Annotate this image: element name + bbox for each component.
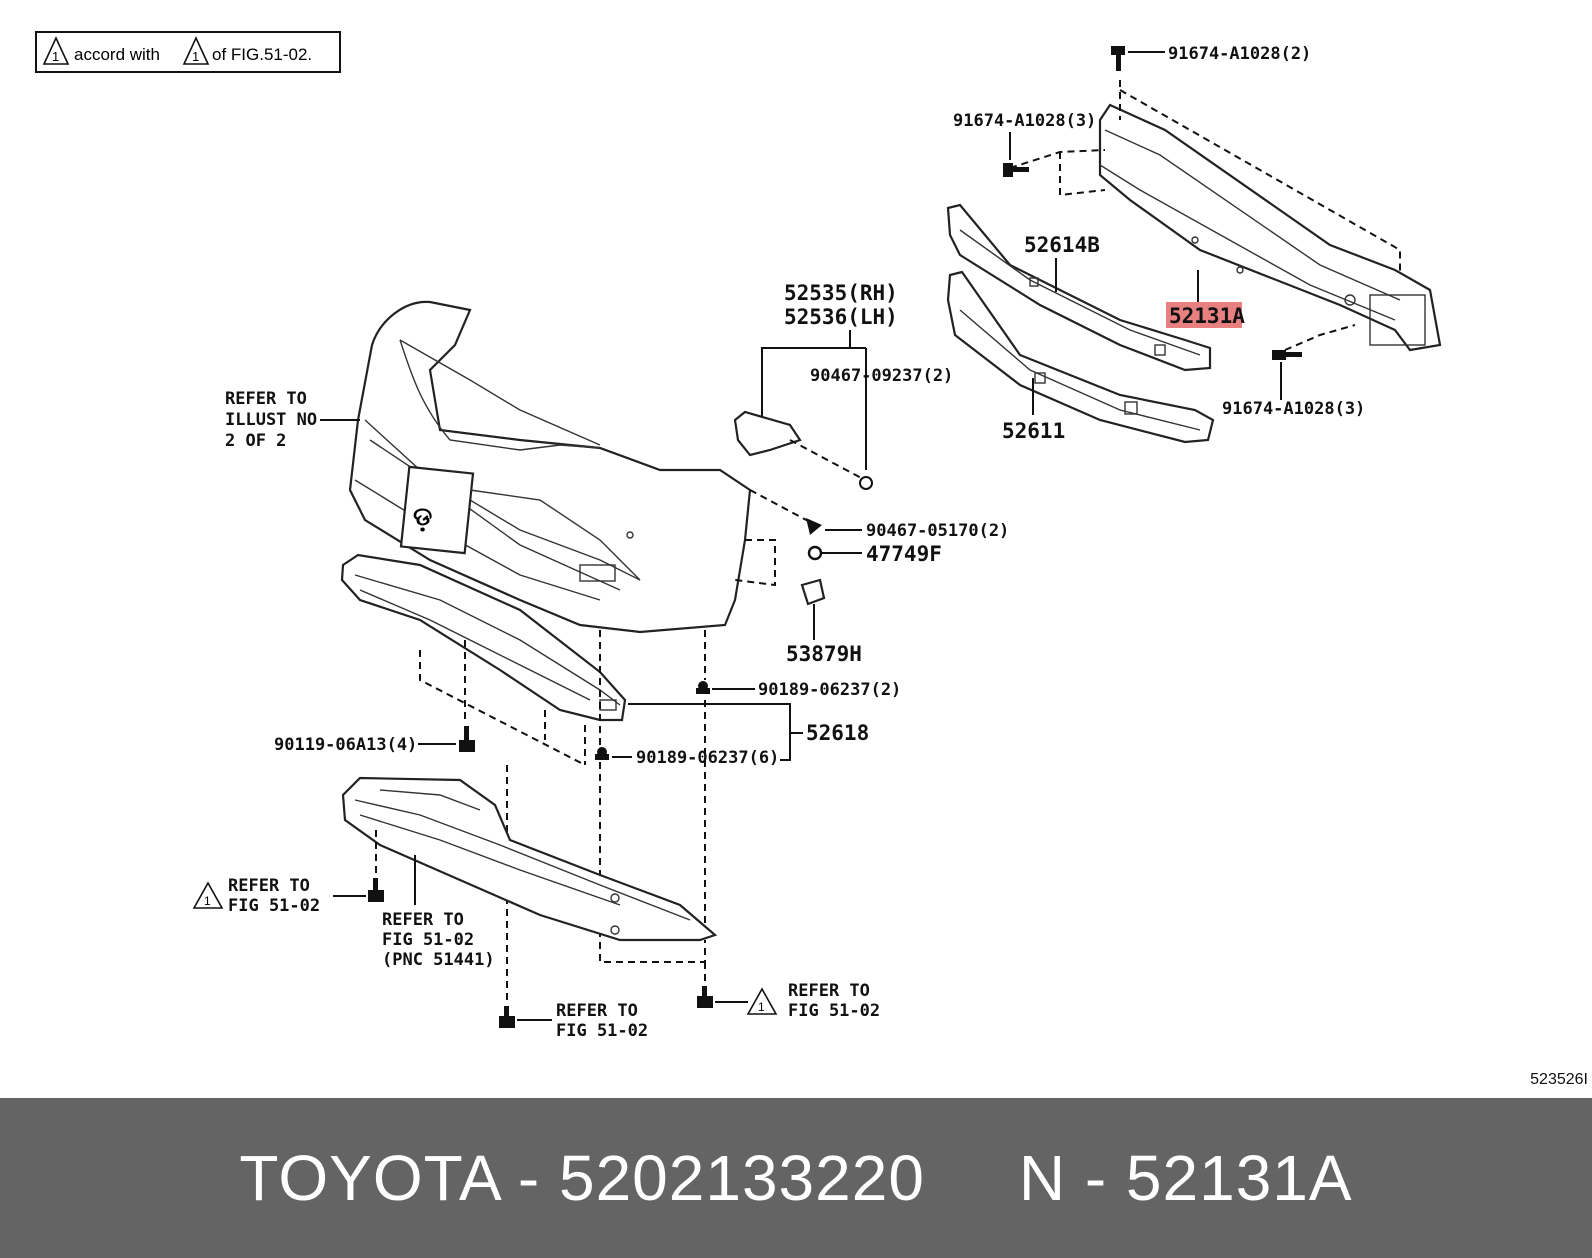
upper-absorber xyxy=(946,203,1212,372)
label-screw-upper: 90189-06237(2) xyxy=(758,680,901,700)
warning-triangle-icon xyxy=(182,36,210,65)
label-bracket-lh: 52536(LH) xyxy=(784,305,898,329)
label-refer-pnc-line1: REFER TO xyxy=(382,910,464,930)
warning-triangle-icon xyxy=(42,36,70,65)
label-bolt-right: 91674-A1028(3) xyxy=(1222,399,1365,419)
label-upper-absorber: 52614B xyxy=(1024,233,1100,257)
exploded-parts-diagram: 1 accord with 1 of FIG.51-02. 91674 xyxy=(35,31,1442,1041)
label-bolt-lower: 90119-06A13(4) xyxy=(274,735,417,755)
lower-absorber xyxy=(946,270,1215,444)
screw-upper-icon xyxy=(696,681,710,694)
label-refer-pnc-line2: FIG 51-02 xyxy=(382,930,474,950)
label-lower-cover: 52618 xyxy=(806,721,869,745)
nut-icon xyxy=(807,545,823,561)
warning-triangle-icon xyxy=(192,881,224,909)
note-symbol: 1 xyxy=(758,1000,765,1014)
note-text-after: of FIG.51-02. xyxy=(212,45,312,64)
highlight-box xyxy=(1166,302,1242,328)
label-lower-absorber: 52611 xyxy=(1002,419,1065,443)
note-symbol: 1 xyxy=(204,894,211,908)
note-symbol: 1 xyxy=(52,49,59,64)
label-refer-left-line2: FIG 51-02 xyxy=(228,896,320,916)
label-bolt-top: 91674-A1028(2) xyxy=(1168,44,1311,64)
label-refer-left-line1: REFER TO xyxy=(228,876,310,896)
label-nut: 47749F xyxy=(866,542,942,566)
label-clip-mid: 90467-05170(2) xyxy=(866,521,1009,541)
label-bracket-rh: 52535(RH) xyxy=(784,281,898,305)
bolt-refer-left-icon xyxy=(368,878,384,902)
part-number-footer: TOYOTA - 5202133220 N - 52131A xyxy=(0,1098,1592,1258)
front-bumper-cover: ଡ଼ xyxy=(348,300,752,634)
label-refer-illust-line2: ILLUST NO xyxy=(225,410,317,430)
note-symbol: 1 xyxy=(192,49,199,64)
label-screw-lower: 90189-06237(6) xyxy=(636,748,779,768)
label-clip-top: 90467-09237(2) xyxy=(810,366,953,386)
bolt-right-icon xyxy=(1272,350,1302,360)
label-refer-bottom-right-line2: FIG 51-02 xyxy=(788,1001,880,1021)
bolt-lower-icon xyxy=(459,726,475,752)
bumper-reinforcement xyxy=(1098,103,1442,352)
label-refer-illust-line3: 2 OF 2 xyxy=(225,431,286,451)
note-box: 1 accord with 1 of FIG.51-02. xyxy=(35,31,341,73)
label-refer-illust-line1: REFER TO xyxy=(225,389,307,409)
bolt-left-icon xyxy=(1003,163,1029,177)
emblem-icon: ଡ଼ xyxy=(413,502,432,532)
illustration-code: 523526I xyxy=(1530,1071,1588,1088)
label-refer-bottom-mid-line1: REFER TO xyxy=(556,1001,638,1021)
engine-under-cover xyxy=(341,776,718,942)
label-refer-bottom-mid-line2: FIG 51-02 xyxy=(556,1021,648,1041)
clip-mid-icon xyxy=(806,518,822,535)
label-refer-pnc-line3: (PNC 51441) xyxy=(382,950,495,970)
license-plate xyxy=(399,465,475,555)
label-refer-bottom-right-line1: REFER TO xyxy=(788,981,870,1001)
bolt-refer-mid-icon xyxy=(499,1006,515,1028)
side-bracket xyxy=(733,410,802,457)
lower-cover xyxy=(340,553,627,722)
footer-text: TOYOTA - 5202133220 N - 52131A xyxy=(239,1142,1353,1214)
clip-top-icon xyxy=(859,476,873,490)
label-bolt-left: 91674-A1028(3) xyxy=(953,111,1096,131)
warning-triangle-icon xyxy=(746,987,778,1015)
screw-lower-icon xyxy=(595,747,609,760)
note-text-before: accord with xyxy=(74,45,160,64)
seal-part-icon xyxy=(800,578,826,606)
label-seal: 53879H xyxy=(786,642,862,666)
label-reinforcement[interactable]: 52131A xyxy=(1169,304,1245,328)
bolt-refer-right-icon xyxy=(697,986,713,1008)
bolt-top-icon xyxy=(1111,46,1125,71)
